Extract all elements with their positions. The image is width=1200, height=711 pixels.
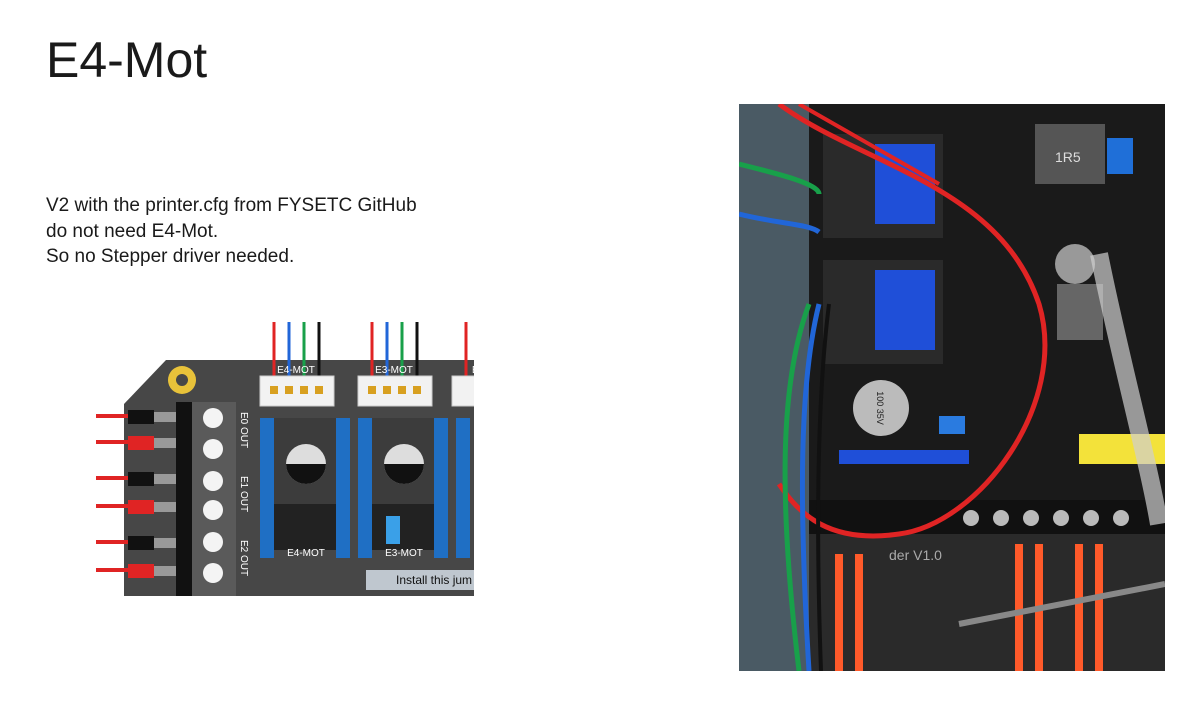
driver-slot-e3: E3-MOT	[358, 418, 448, 559]
slide-title: E4-Mot	[46, 32, 208, 88]
callout-text: Install this jum	[396, 573, 472, 587]
slot-label-e4: E4-MOT	[287, 548, 325, 559]
terminal-strip	[809, 500, 1165, 534]
output-label-e2: E2 OUT	[238, 540, 249, 576]
motor-connector-e4	[259, 322, 335, 407]
chip-label: 1R5	[1055, 149, 1081, 165]
body-line-3: So no Stepper driver needed.	[46, 246, 295, 267]
cap-label: 100 35V	[875, 391, 885, 425]
output-label-e1: E1 OUT	[238, 476, 249, 512]
terminal-screw	[203, 563, 223, 583]
slide-body: V2 with the printer.cfg from FYSETC GitH…	[46, 193, 417, 270]
capacitor	[853, 380, 909, 436]
terminal-screw	[203, 532, 223, 552]
slot-label-e3: E3-MOT	[385, 548, 423, 559]
terminal-screw	[203, 408, 223, 428]
driver-slot-e4: E4-MOT	[260, 418, 350, 559]
motor-connector-e3	[357, 322, 433, 407]
connector-label-e: E	[472, 365, 474, 376]
board-photo: 1R5 100 35V der V1.0	[739, 104, 1165, 671]
board-diagram: E0 OUT E1 OUT E2 OUT E4-MOT E3-MOT E	[96, 322, 474, 596]
motor-connector-e	[451, 322, 474, 407]
red-wire	[776, 104, 1048, 539]
terminal-screw	[203, 500, 223, 520]
board-label: der V1.0	[889, 547, 942, 563]
output-label-e0: E0 OUT	[238, 412, 249, 448]
terminal-block	[176, 402, 192, 596]
terminal-screw	[203, 471, 223, 491]
inductor	[1035, 124, 1105, 184]
jumper-cap	[386, 516, 400, 544]
body-line-1: V2 with the printer.cfg from FYSETC GitH…	[46, 195, 417, 216]
connector-label-e4: E4-MOT	[277, 365, 315, 376]
callout-box	[366, 570, 474, 590]
body-line-2: do not need E4-Mot.	[46, 220, 219, 242]
connector-label-e3: E3-MOT	[375, 365, 413, 376]
output-wires	[96, 410, 176, 578]
terminal-screw	[203, 439, 223, 459]
